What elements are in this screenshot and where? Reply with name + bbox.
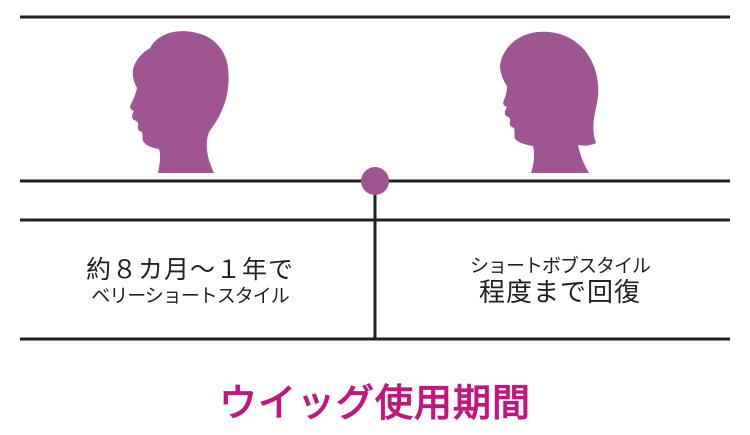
- right-stage-caption: ショートボブスタイル 程度まで回復: [410, 255, 710, 309]
- left-stage-duration: 約８カ月～１年で: [85, 255, 294, 284]
- diagram-title: ウイッグ使用期間: [218, 381, 531, 425]
- left-stage-caption: 約８カ月～１年で ベリーショートスタイル: [40, 255, 340, 308]
- left-stage-style: ベリーショートスタイル: [91, 285, 290, 307]
- right-stage-style: ショートボブスタイル: [469, 255, 651, 277]
- bob-hair-head-silhouette-icon: [500, 31, 599, 173]
- timeline-dot-icon: [361, 167, 389, 195]
- short-hair-head-silhouette-icon: [130, 31, 229, 173]
- right-stage-recovery: 程度まで回復: [478, 277, 641, 308]
